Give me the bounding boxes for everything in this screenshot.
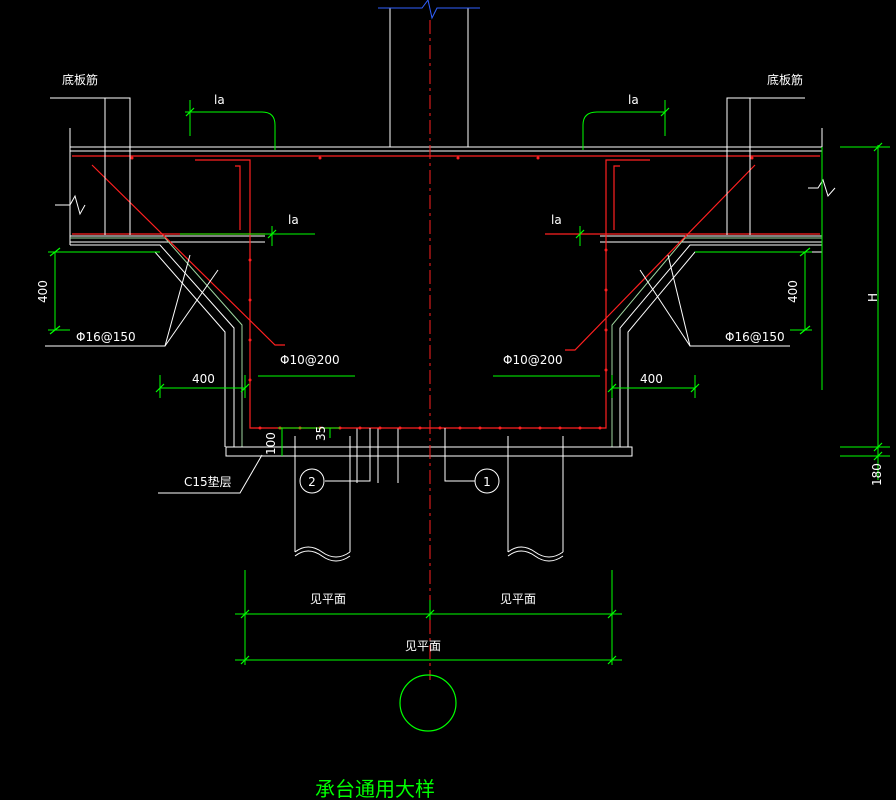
title-circle — [399, 674, 457, 732]
slab-rebar-label-left: 底板筋 — [62, 72, 98, 87]
column — [378, 0, 480, 147]
dimension-ticks — [49, 107, 883, 665]
la-label-mid-left: la — [288, 213, 299, 227]
text-labels: 底板筋 底板筋 la la la la 400 400 Φ16@150 Φ16@… — [36, 72, 884, 800]
dim-35: 35 — [314, 426, 328, 441]
dim-400-right-horiz: 400 — [640, 372, 663, 386]
dim-see-plan-total: 见平面 — [405, 639, 441, 653]
slab-rebar-label-right: 底板筋 — [767, 72, 803, 87]
rebar-phi10-left: Φ10@200 — [280, 353, 340, 367]
drawing-title: 承台通用大样 — [315, 777, 435, 800]
cushion-layer — [225, 446, 633, 457]
dim-400-right-vert: 400 — [786, 280, 800, 303]
dim-see-plan-left: 见平面 — [310, 592, 346, 606]
dim-H: H — [866, 293, 880, 302]
rebar-phi10-right: Φ10@200 — [503, 353, 563, 367]
break-symbol-right — [808, 178, 836, 198]
marker-1-text: 1 — [483, 475, 491, 489]
dim-see-plan-right: 见平面 — [500, 592, 536, 606]
piles — [294, 428, 564, 562]
la-label-top-left: la — [214, 93, 225, 107]
marker-1-circle — [474, 468, 500, 494]
dim-100: 100 — [264, 432, 278, 455]
rebar-phi16-left: Φ16@150 — [76, 330, 136, 344]
dimension-lines — [48, 100, 890, 665]
slab — [55, 128, 836, 245]
rebar-phi16-right: Φ16@150 — [725, 330, 785, 344]
marker-2-circle — [299, 468, 325, 494]
dim-400-left-vert: 400 — [36, 280, 50, 303]
la-label-mid-right: la — [551, 213, 562, 227]
la-label-top-right: la — [628, 93, 639, 107]
dim-400-left-horiz: 400 — [192, 372, 215, 386]
cushion-label: C15垫层 — [184, 474, 232, 489]
rebar — [72, 155, 820, 430]
leaders — [45, 97, 805, 494]
marker-2-text: 2 — [308, 475, 316, 489]
break-symbol-left — [55, 194, 86, 216]
bottom-rebar-dots — [130, 156, 754, 430]
column-break-symbol — [378, 0, 480, 20]
pile-markers: 2 1 — [299, 468, 500, 494]
dim-180: 180 — [870, 463, 884, 486]
